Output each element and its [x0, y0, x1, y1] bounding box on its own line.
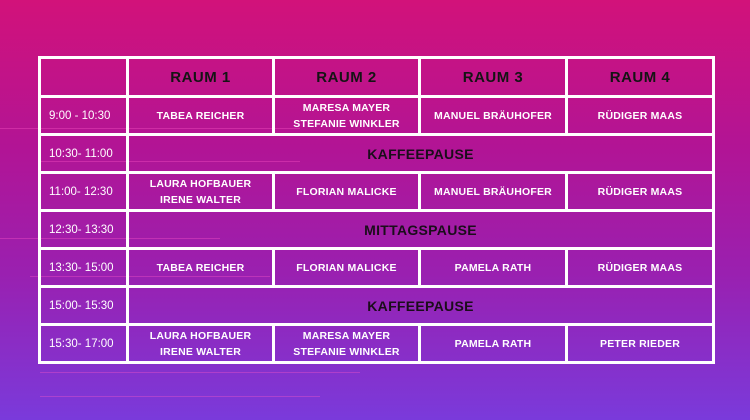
- session-cell: PETER RIEDER: [565, 323, 715, 364]
- room-header: RAUM 2: [272, 56, 421, 98]
- pause-cell: MITTAGSPAUSE: [126, 209, 715, 250]
- speaker-name: TABEA REICHER: [156, 261, 245, 274]
- speaker-name: RÜDIGER MAAS: [597, 261, 683, 274]
- speaker-name: TABEA REICHER: [156, 109, 245, 122]
- speaker-name: LAURA HOFBAUER: [149, 177, 252, 190]
- time-slot: 15:30- 17:00: [38, 323, 129, 364]
- speaker-name: MARESA MAYER: [302, 101, 391, 114]
- schedule-table: RAUM 1 RAUM 2 RAUM 3 RAUM 4 9:00 - 10:30…: [38, 56, 715, 364]
- room-header: RAUM 3: [418, 56, 568, 98]
- table-row: 15:30- 17:00 LAURA HOFBAUER IRENE WALTER…: [38, 323, 715, 364]
- decorative-line: [40, 372, 360, 373]
- table-row: 15:00- 15:30 KAFFEEPAUSE: [38, 285, 715, 326]
- speaker-name: PAMELA RATH: [454, 261, 532, 274]
- session-cell: PAMELA RATH: [418, 323, 568, 364]
- room-header: RAUM 1: [126, 56, 275, 98]
- decorative-line: [40, 396, 320, 397]
- session-cell: LAURA HOFBAUER IRENE WALTER: [126, 323, 275, 364]
- pause-cell: KAFFEEPAUSE: [126, 285, 715, 326]
- header-corner-cell: [38, 56, 129, 98]
- time-slot: 13:30- 15:00: [38, 247, 129, 288]
- time-slot: 10:30- 11:00: [38, 133, 129, 174]
- table-row: 9:00 - 10:30 TABEA REICHER MARESA MAYER …: [38, 95, 715, 136]
- session-cell: RÜDIGER MAAS: [565, 95, 715, 136]
- table-row: 11:00- 12:30 LAURA HOFBAUER IRENE WALTER…: [38, 171, 715, 212]
- speaker-name: PETER RIEDER: [600, 337, 680, 350]
- session-cell: TABEA REICHER: [126, 95, 275, 136]
- session-cell: FLORIAN MALICKE: [272, 247, 421, 288]
- time-slot: 15:00- 15:30: [38, 285, 129, 326]
- session-cell: RÜDIGER MAAS: [565, 247, 715, 288]
- time-slot: 9:00 - 10:30: [38, 95, 129, 136]
- time-slot: 12:30- 13:30: [38, 209, 129, 250]
- time-slot: 11:00- 12:30: [38, 171, 129, 212]
- speaker-name: PAMELA RATH: [454, 337, 532, 350]
- speaker-name: FLORIAN MALICKE: [296, 185, 397, 198]
- speaker-name: FLORIAN MALICKE: [296, 261, 397, 274]
- session-cell: MARESA MAYER STEFANIE WINKLER: [272, 95, 421, 136]
- room-header: RAUM 4: [565, 56, 715, 98]
- speaker-name: STEFANIE WINKLER: [293, 345, 400, 358]
- session-cell: MARESA MAYER STEFANIE WINKLER: [272, 323, 421, 364]
- session-cell: MANUEL BRÄUHOFER: [418, 171, 568, 212]
- speaker-name: RÜDIGER MAAS: [597, 185, 683, 198]
- session-cell: MANUEL BRÄUHOFER: [418, 95, 568, 136]
- session-cell: PAMELA RATH: [418, 247, 568, 288]
- session-cell: TABEA REICHER: [126, 247, 275, 288]
- speaker-name: IRENE WALTER: [160, 193, 241, 206]
- speaker-name: MANUEL BRÄUHOFER: [434, 109, 552, 122]
- speaker-name: RÜDIGER MAAS: [597, 109, 683, 122]
- table-row: 10:30- 11:00 KAFFEEPAUSE: [38, 133, 715, 174]
- session-cell: RÜDIGER MAAS: [565, 171, 715, 212]
- speaker-name: LAURA HOFBAUER: [149, 329, 252, 342]
- speaker-name: IRENE WALTER: [160, 345, 241, 358]
- header-row: RAUM 1 RAUM 2 RAUM 3 RAUM 4: [38, 56, 715, 98]
- table-row: 13:30- 15:00 TABEA REICHER FLORIAN MALIC…: [38, 247, 715, 288]
- session-cell: FLORIAN MALICKE: [272, 171, 421, 212]
- speaker-name: MARESA MAYER: [302, 329, 391, 342]
- speaker-name: STEFANIE WINKLER: [293, 117, 400, 130]
- speaker-name: MANUEL BRÄUHOFER: [434, 185, 552, 198]
- session-cell: LAURA HOFBAUER IRENE WALTER: [126, 171, 275, 212]
- table-row: 12:30- 13:30 MITTAGSPAUSE: [38, 209, 715, 250]
- pause-cell: KAFFEEPAUSE: [126, 133, 715, 174]
